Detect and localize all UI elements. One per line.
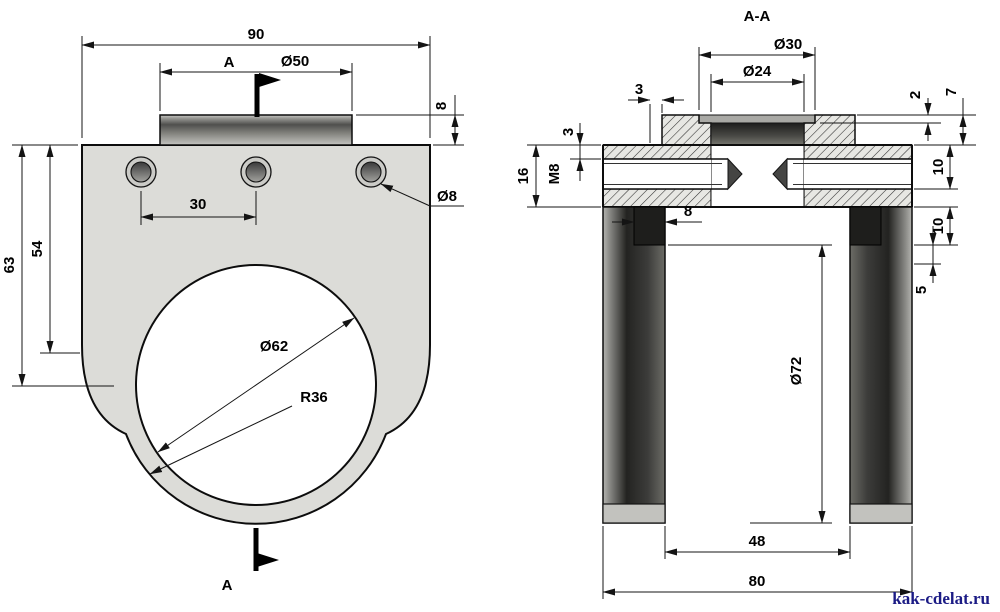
dim-boss-dia-50: Ø50	[159, 53, 353, 111]
svg-text:90: 90	[248, 26, 265, 43]
m8-hole-left	[603, 157, 743, 191]
plate-hatch	[803, 188, 913, 208]
svg-text:3: 3	[635, 81, 643, 98]
dim-height-63: 63	[1, 144, 114, 387]
dim-8-notch: 8	[612, 203, 702, 226]
boss-front	[159, 114, 353, 146]
svg-text:80: 80	[749, 573, 766, 590]
drill-cone	[772, 157, 788, 191]
bolt-hole-right	[355, 156, 387, 188]
dim-width-90: 90	[81, 26, 431, 138]
svg-text:2: 2	[907, 91, 924, 99]
dim-d30: Ø30	[698, 36, 816, 110]
svg-text:Ø24: Ø24	[743, 63, 772, 80]
svg-text:Ø8: Ø8	[437, 188, 457, 205]
dim-hole-spacing-30: 30	[140, 191, 257, 225]
section-arrow-top	[259, 73, 281, 87]
bore-wall-24	[710, 122, 805, 146]
leg-right	[849, 206, 913, 524]
svg-text:Ø72: Ø72	[788, 357, 805, 385]
bolt-hole-center	[240, 156, 272, 188]
dim-16: 16	[515, 144, 601, 208]
svg-text:Ø62: Ø62	[260, 338, 288, 355]
svg-text:54: 54	[29, 240, 46, 257]
section-cut-marks: A A	[222, 54, 281, 594]
section-label-top: A	[224, 54, 235, 71]
front-view: A A 90 Ø50 8	[1, 26, 464, 594]
svg-text:8: 8	[433, 102, 450, 110]
dim-d24: Ø24	[710, 63, 805, 112]
svg-text:8: 8	[684, 203, 692, 220]
section-label-bottom: A	[222, 577, 233, 594]
dim-d72: Ø72	[668, 244, 832, 524]
dim-boss-height-8: 8	[356, 95, 464, 146]
section-arrow-bottom	[257, 553, 279, 567]
leg-left	[602, 206, 666, 524]
svg-text:30: 30	[190, 196, 207, 213]
svg-text:R36: R36	[300, 389, 328, 406]
svg-text:10: 10	[930, 159, 947, 176]
svg-text:7: 7	[943, 88, 960, 96]
bore-through-plate	[711, 145, 804, 207]
dim-2: 2	[820, 91, 976, 141]
svg-text:16: 16	[515, 168, 532, 185]
svg-text:5: 5	[913, 286, 930, 294]
bolt-hole-left	[125, 156, 157, 188]
ring-section-top-right	[849, 206, 882, 246]
thread-label-m8: M8	[546, 164, 563, 185]
watermark: kak-cdelat.ru	[892, 589, 990, 608]
dim-80: 80	[602, 526, 913, 599]
svg-text:3: 3	[560, 128, 577, 136]
svg-text:63: 63	[1, 257, 18, 274]
dim-outer-radius-36: R36	[149, 389, 328, 475]
section-view: A-A	[515, 8, 976, 599]
section-title: A-A	[744, 8, 771, 25]
dim-48: 48	[664, 526, 851, 559]
dim-3-top: 3	[628, 81, 684, 143]
dim-bore-dia-62: Ø62	[157, 317, 355, 453]
m8-hole-right	[772, 157, 912, 191]
svg-text:10: 10	[930, 218, 947, 235]
svg-text:48: 48	[749, 533, 766, 550]
svg-text:Ø30: Ø30	[774, 36, 802, 53]
dim-7: 7	[914, 88, 976, 146]
svg-text:Ø50: Ø50	[281, 53, 309, 70]
ring-section-bottom-right	[849, 503, 913, 524]
dim-height-54: 54	[29, 144, 80, 354]
dim-3-left: 3	[560, 123, 601, 181]
plate-hatch	[602, 188, 712, 208]
ring-section-top-left	[633, 206, 666, 246]
dim-10-lower: 10	[914, 206, 958, 246]
drill-cone	[727, 157, 743, 191]
dim-10-upper: 10	[914, 144, 958, 190]
dim-5: 5	[913, 226, 941, 294]
counterbore-wall	[698, 114, 816, 124]
plate-hatch	[803, 144, 913, 160]
dim-hole-dia-8: Ø8	[380, 183, 464, 207]
plate-hatch	[602, 144, 712, 160]
ring-section-bottom-left	[602, 503, 666, 524]
